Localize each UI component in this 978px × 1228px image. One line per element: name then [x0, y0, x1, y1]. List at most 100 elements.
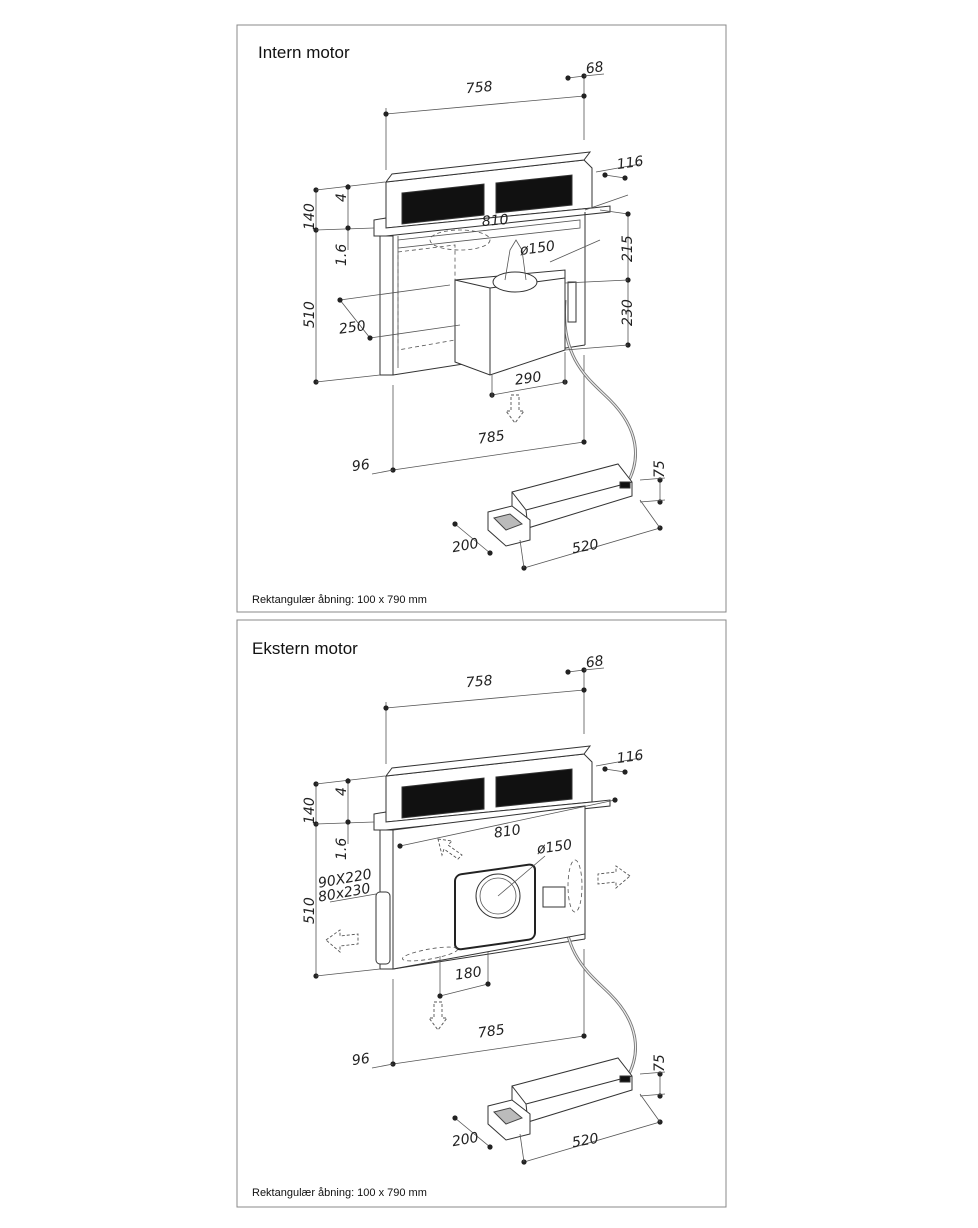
dim-height-top: 140	[302, 203, 318, 230]
dimension-dot	[437, 993, 443, 999]
dimension-dot	[345, 819, 351, 825]
hidden-duct-opening	[429, 229, 491, 251]
dim-bottom-depth: 96	[351, 457, 371, 475]
dimension-dot	[452, 521, 458, 527]
dim-thin-mid: 1.6	[334, 838, 350, 860]
side-outlet-hidden	[567, 859, 583, 913]
dimension-line	[519, 1133, 525, 1163]
dimension-dot	[383, 705, 389, 711]
control-box	[542, 886, 566, 908]
dim-width-mid: 810	[493, 822, 522, 842]
dimension-line	[639, 1093, 666, 1097]
dim-remote-width: 520	[571, 1131, 600, 1151]
dim-remote-height: 75	[652, 460, 668, 478]
dim-outlet-offset: 180	[454, 964, 483, 984]
dimension-line	[315, 227, 375, 231]
hood-top-lid	[384, 151, 592, 183]
dimension-line	[595, 163, 641, 173]
dimension-line	[315, 181, 386, 191]
air-flow-arrow-down	[428, 1001, 448, 1031]
control-box	[567, 281, 577, 323]
air-flow-arrow-in	[437, 838, 463, 860]
dim-remote-width: 520	[571, 537, 600, 557]
mounting-flange	[373, 799, 611, 831]
dim-duct: ø150	[518, 238, 556, 259]
dim-remote-height: 75	[652, 1054, 668, 1072]
dimension-line	[371, 1063, 394, 1069]
remote-motor-connector	[619, 481, 631, 489]
dimension-line	[583, 667, 605, 671]
dimension-line	[583, 73, 605, 77]
dimension-dot	[452, 1115, 458, 1121]
bottom-outlet-hidden	[402, 946, 458, 962]
dim-h-right-lower: 230	[620, 299, 636, 326]
dimension-line	[639, 499, 661, 529]
dimension-line	[454, 1117, 491, 1148]
remote-motor-edge	[511, 1085, 527, 1105]
dim-height-body: 510	[302, 897, 318, 924]
dimension-line	[595, 757, 641, 767]
motor-duct-ring	[492, 271, 538, 293]
dimension-line	[639, 1093, 661, 1123]
dimension-line	[523, 1121, 661, 1163]
dimension-line	[329, 893, 377, 903]
dimension-line	[392, 1035, 585, 1065]
dimension-line	[339, 284, 451, 301]
dimension-line	[549, 239, 601, 263]
motor-box-edge	[454, 279, 491, 289]
dimension-dot	[337, 297, 343, 303]
dimension-dot	[581, 1033, 587, 1039]
dim-width-mid: 810	[481, 212, 509, 230]
dimension-dot	[625, 211, 631, 217]
grille-left	[401, 183, 485, 225]
dimension-line	[439, 983, 489, 997]
dim-bottom-depth: 96	[351, 1051, 371, 1069]
dim-depth-top: 68	[585, 59, 605, 77]
air-flow-arrow-down	[505, 394, 525, 424]
air-flow-arrow-up	[504, 239, 527, 281]
dimension-line	[567, 669, 585, 673]
dimension-line	[315, 968, 381, 977]
remote-motor-connector	[619, 1075, 631, 1083]
dimension-dot	[622, 769, 628, 775]
dim-motor-width: 290	[514, 369, 543, 389]
dim-remote-depth: 200	[451, 1130, 480, 1150]
remote-motor-edge	[525, 481, 633, 511]
side-outlet	[375, 891, 391, 965]
panel-title: Intern motor	[258, 43, 350, 62]
dim-height-top: 140	[302, 797, 318, 824]
dimension-dot	[383, 111, 389, 117]
dimension-line	[385, 689, 585, 709]
body-bottom-edge	[392, 938, 586, 970]
grille-right	[495, 768, 573, 808]
dim-width-bottom: 785	[477, 428, 506, 448]
dimension-line	[639, 499, 666, 503]
duct-leader	[497, 855, 546, 897]
dimension-dot	[367, 335, 373, 341]
air-flow-arrow-right	[597, 865, 631, 889]
dimension-dot	[565, 669, 571, 675]
panel-footer: Rektangulær åbning: 100 x 790 mm	[252, 594, 427, 606]
fan-blades	[479, 877, 517, 915]
dimension-line	[385, 95, 585, 115]
dimension-line	[604, 768, 626, 773]
dim-motor-depth: 250	[338, 318, 367, 338]
power-cable-core	[563, 299, 637, 483]
dimension-dot	[612, 797, 618, 803]
panel-footer: Rektangulær åbning: 100 x 790 mm	[252, 1187, 427, 1199]
dimension-line	[315, 821, 375, 825]
grille-left	[401, 777, 485, 819]
dim-h-right-upper: 215	[620, 235, 636, 262]
dim-side-offset: 116	[616, 153, 645, 173]
dimension-line	[371, 469, 394, 475]
remote-motor-edge	[525, 1075, 633, 1105]
panel-title: Ekstern motor	[252, 639, 358, 658]
dimension-line	[454, 523, 491, 554]
dimension-line	[564, 344, 629, 351]
hidden-duct-box	[397, 244, 456, 351]
dimension-dot	[622, 175, 628, 181]
panel-ekstern-motor: Ekstern motor 758 68 116 140 4 810 1.6 ø…	[236, 619, 727, 1208]
dim-remote-depth: 200	[451, 536, 480, 556]
dimension-line	[639, 1071, 666, 1075]
